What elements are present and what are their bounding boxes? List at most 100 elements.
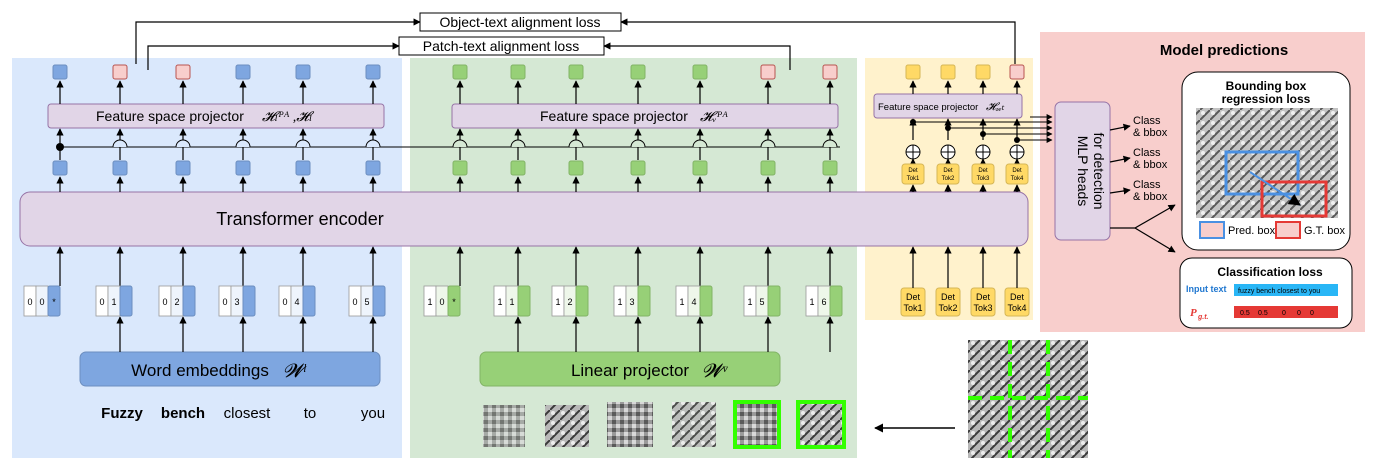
svg-text:0: 0 [222, 297, 227, 307]
text-mid-token [295, 160, 311, 176]
svg-text:𝓦ᵛ: 𝓦ᵛ [702, 361, 728, 382]
patch-2 [545, 405, 589, 447]
word-you: you [361, 405, 385, 422]
word-bench: bench [161, 405, 205, 422]
connections [56, 80, 1053, 352]
svg-text:5: 5 [364, 297, 369, 307]
svg-text:0: 0 [439, 297, 444, 307]
visual-output-token [760, 64, 776, 80]
class-bbox-2-l2: & bbox [1133, 159, 1168, 171]
text-output-token [235, 64, 251, 80]
patch-1 [483, 405, 525, 447]
svg-text:0: 0 [1297, 310, 1301, 317]
visual-input-token-cell-c [637, 285, 651, 317]
text-mid-token [235, 160, 251, 176]
svg-text:3: 3 [234, 297, 239, 307]
svg-text:0: 0 [99, 297, 104, 307]
svg-text:2: 2 [567, 297, 572, 307]
visual-output-token [452, 64, 468, 80]
text-feature-projector: Feature space projector 𝓗ₗᴾᴬ ,𝓗ₗ [47, 103, 385, 129]
det-mid-token-label: Det [943, 168, 953, 174]
svg-text:Input text: Input text [1186, 284, 1227, 294]
visual-input-token-cell-c [575, 285, 589, 317]
svg-text:*: * [452, 297, 456, 307]
text-mid-token [112, 160, 128, 176]
visual-feature-projector: Feature space projector 𝓗ᵥᴾᴬ [451, 103, 839, 129]
svg-text:1: 1 [809, 297, 814, 307]
det-mid-token-label: Tok1 [907, 176, 920, 182]
class-bbox-outputs: Class & bbox Class & bbox Class & bbox [1133, 115, 1168, 203]
svg-text:g.t.: g.t. [1197, 314, 1209, 321]
text-output-token [52, 64, 68, 80]
svg-text:2: 2 [174, 297, 179, 307]
mlp-heads: MLP heads for detection [1054, 101, 1111, 241]
svg-text:P: P [1190, 307, 1197, 319]
text-output-token [365, 64, 381, 80]
loss-connectors [135, 18, 1016, 70]
patch-6 [796, 400, 846, 449]
svg-text:MLP heads: MLP heads [1075, 136, 1091, 207]
svg-text:Word embeddings: Word embeddings [131, 361, 269, 380]
svg-text:1: 1 [509, 297, 514, 307]
text-mid-token [365, 160, 381, 176]
visual-output-token [510, 64, 526, 80]
svg-text:0: 0 [27, 297, 32, 307]
svg-text:Feature space projector: Feature space projector [540, 108, 688, 124]
svg-text:Classification loss: Classification loss [1217, 265, 1323, 279]
visual-mid-token [630, 160, 646, 176]
text-input-token-cell-c [242, 285, 256, 317]
patch-4 [672, 402, 716, 447]
det-input-token-label: Tok3 [973, 303, 992, 313]
svg-text:0: 0 [282, 297, 287, 307]
det-input-token-label: Det [976, 292, 991, 302]
class-bbox-2-l1: Class [1133, 147, 1161, 159]
svg-text:fuzzy bench closest to you: fuzzy bench closest to you [1238, 288, 1320, 295]
visual-output-token [568, 64, 584, 80]
svg-text:1: 1 [497, 297, 502, 307]
patch-text-loss: Patch-text alignment loss [398, 36, 605, 56]
svg-text:1: 1 [679, 297, 684, 307]
classification-loss-box: Classification loss Input text fuzzy ben… [1179, 257, 1353, 329]
svg-text:G.T. box: G.T. box [1304, 225, 1345, 237]
text-input-token-cell-c [302, 285, 316, 317]
det-input-token-label: Det [906, 292, 921, 302]
class-bbox-1-l2: & bbox [1133, 127, 1168, 139]
svg-text:0: 0 [39, 297, 44, 307]
det-mid-token-label: Tok3 [977, 176, 990, 182]
svg-text:3: 3 [629, 297, 634, 307]
visual-output-token [822, 64, 838, 80]
svg-text:𝓦ˡ: 𝓦ˡ [283, 361, 307, 382]
patch-3 [607, 402, 653, 447]
visual-input-token-cell-c [767, 285, 781, 317]
gt-box-rect [1260, 180, 1328, 218]
det-input-token-label: Tok1 [903, 303, 922, 313]
text-output-token [295, 64, 311, 80]
text-input-token-cell-c [47, 285, 61, 317]
svg-text:Transformer encoder: Transformer encoder [216, 209, 383, 229]
svg-text:4: 4 [691, 297, 696, 307]
input-image [968, 340, 1088, 458]
svg-text:𝓗ₔₑₜ: 𝓗ₔₑₜ [986, 101, 1005, 113]
det-mid-token-label: Det [978, 168, 988, 174]
svg-text:Bounding box: Bounding box [1226, 79, 1307, 93]
svg-text:Patch-text alignment loss: Patch-text alignment loss [423, 38, 579, 54]
det-mid-token-label: Tok2 [942, 176, 955, 182]
det-mid-token [1005, 163, 1029, 185]
svg-text:0: 0 [162, 297, 167, 307]
class-bbox-3-l1: Class [1133, 179, 1161, 191]
class-bbox-3-l2: & bbox [1133, 191, 1168, 203]
mlp-output-arrows [1109, 123, 1176, 253]
svg-text:𝓗ₗᴾᴬ ,𝓗ₗ: 𝓗ₗᴾᴬ ,𝓗ₗ [262, 110, 314, 125]
text-output-token [175, 64, 191, 80]
det-mid-token [901, 163, 925, 185]
class-bbox-1-l1: Class [1133, 115, 1161, 127]
visual-input-token-cell-c [829, 285, 843, 317]
visual-input-token-cell-c [517, 285, 531, 317]
visual-mid-token [822, 160, 838, 176]
det-mid-token [971, 163, 995, 185]
word-to: to [304, 405, 317, 422]
svg-text:Feature space projector: Feature space projector [96, 108, 244, 124]
visual-output-token [692, 64, 708, 80]
